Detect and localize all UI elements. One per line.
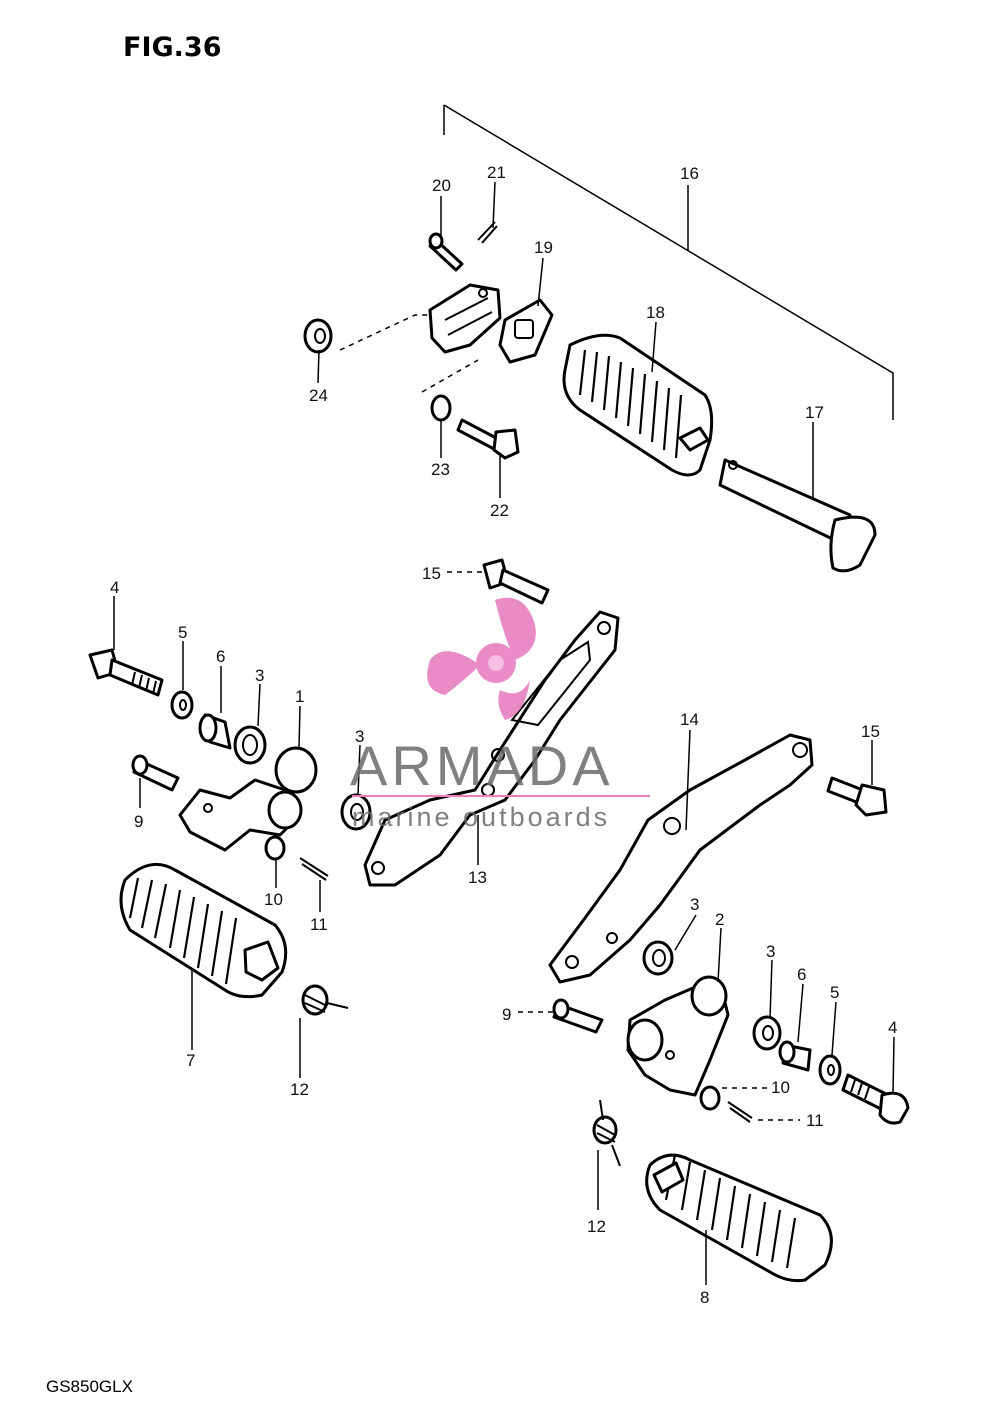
footrest-holder-upper xyxy=(428,283,502,354)
figure-title: FIG.36 xyxy=(123,32,221,63)
footrest-rubber-7 xyxy=(119,862,288,999)
bolt-4-right xyxy=(841,1073,910,1125)
spring-12-right xyxy=(592,1099,621,1167)
callout-3-left: 3 xyxy=(255,666,264,685)
callout-labels: 20 21 16 19 18 24 17 23 22 15 4 5 6 3 1 … xyxy=(110,163,897,1307)
spacer-6-left xyxy=(198,713,232,750)
callout-17: 17 xyxy=(805,403,824,422)
callout-21: 21 xyxy=(487,163,506,182)
model-code: GS850GLX xyxy=(46,1377,133,1396)
callout-5-left: 5 xyxy=(178,623,187,642)
assembly-bracket-16 xyxy=(443,104,894,420)
callout-11-right: 11 xyxy=(806,1111,824,1130)
callout-16: 16 xyxy=(680,164,699,183)
bracket-13 xyxy=(363,610,620,887)
spacer-6-right xyxy=(778,1040,812,1072)
callout-6-left: 6 xyxy=(216,647,225,666)
propeller-logo-icon xyxy=(427,597,536,720)
pin-9-right xyxy=(552,998,604,1034)
callout-12-left: 12 xyxy=(290,1080,309,1099)
bushing-3-lower xyxy=(642,940,674,976)
callout-3-lower: 3 xyxy=(690,895,699,914)
callout-19: 19 xyxy=(534,238,553,257)
washer-23 xyxy=(430,394,452,422)
bushing-3-left xyxy=(233,725,267,765)
bolt-4-left xyxy=(88,648,164,697)
callout-22: 22 xyxy=(490,501,509,520)
cotter-11-right xyxy=(727,1101,753,1123)
callout-9-left: 9 xyxy=(134,812,143,831)
bolt-15-right xyxy=(826,776,888,817)
callout-15-upper: 15 xyxy=(422,564,441,583)
cotter-11-left xyxy=(299,857,329,881)
callout-7: 7 xyxy=(186,1051,195,1070)
cotter-pin-21 xyxy=(477,221,498,244)
dashed-leader-24 xyxy=(339,314,430,351)
footrest-rubber-8 xyxy=(645,1153,833,1283)
footrest-rubber-18 xyxy=(562,333,714,477)
callout-24: 24 xyxy=(309,386,328,405)
leader-lines xyxy=(113,181,895,1285)
watermark-tagline: marine outboards xyxy=(352,802,610,832)
washer-5-right xyxy=(818,1054,842,1086)
bolt-22 xyxy=(456,418,520,460)
callout-9-right: 9 xyxy=(502,1005,511,1024)
watermark: ARMADA marine outboards xyxy=(350,597,650,832)
rubber-damper-19 xyxy=(498,298,554,364)
callout-11-left: 11 xyxy=(310,915,328,934)
bushing-3-right xyxy=(752,1015,782,1051)
bolt-15-upper xyxy=(482,558,550,605)
washer-10-left xyxy=(264,835,286,861)
callout-20: 20 xyxy=(432,176,451,195)
callout-1: 1 xyxy=(295,687,304,706)
callout-6-right: 6 xyxy=(797,965,806,984)
callout-15-right: 15 xyxy=(861,722,880,741)
washer-24 xyxy=(303,318,333,354)
callout-4-left: 4 xyxy=(110,578,119,597)
callout-14: 14 xyxy=(680,710,699,729)
dashed-leader-23 xyxy=(421,359,479,393)
callout-4-right: 4 xyxy=(888,1018,897,1037)
bracket-14 xyxy=(548,733,814,984)
callout-13: 13 xyxy=(468,868,487,887)
callout-10-left: 10 xyxy=(264,890,283,909)
callout-3-right: 3 xyxy=(766,942,775,961)
spring-12-left xyxy=(301,984,349,1016)
holder-1-left xyxy=(178,746,318,852)
footrest-shaft-17 xyxy=(718,458,877,573)
pin-9-left xyxy=(131,754,180,792)
callout-18: 18 xyxy=(646,303,665,322)
callout-8: 8 xyxy=(700,1288,709,1307)
watermark-brand: ARMADA xyxy=(350,734,614,797)
washer-10-right xyxy=(699,1085,721,1111)
holder-2-right xyxy=(626,975,730,1097)
bolt-20 xyxy=(428,232,464,272)
callout-3-mid: 3 xyxy=(355,727,364,746)
callout-2: 2 xyxy=(715,910,724,929)
callout-10-right: 10 xyxy=(771,1078,790,1097)
callout-12-right: 12 xyxy=(587,1217,606,1236)
callout-5-right: 5 xyxy=(830,983,839,1002)
callout-23: 23 xyxy=(431,460,450,479)
washer-5-left xyxy=(170,690,194,720)
